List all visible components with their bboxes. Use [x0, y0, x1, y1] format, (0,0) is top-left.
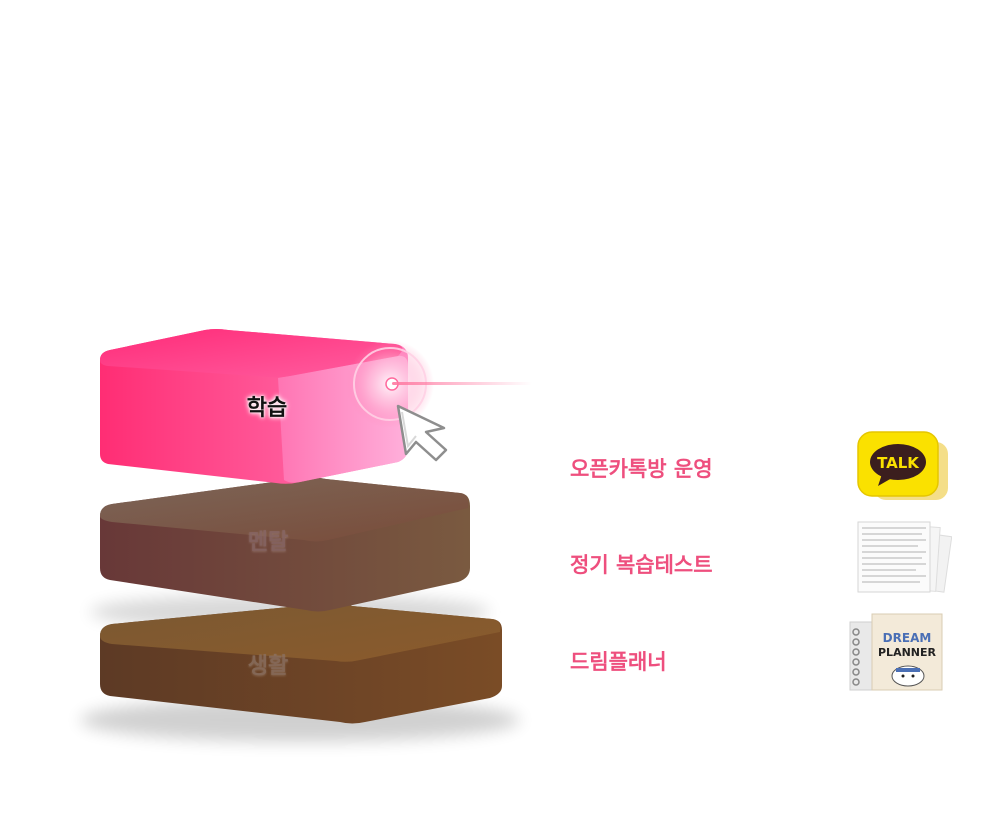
planner-title-line1: DREAM — [883, 631, 932, 645]
mouse-cursor-icon — [396, 404, 448, 462]
planner-book-icon: DREAM PLANNER — [849, 613, 943, 691]
feature-dream-planner: 드림플래너 — [570, 650, 667, 674]
life-label: 생활 — [247, 654, 289, 679]
kakao-badge-text: TALK — [877, 454, 920, 472]
planner-title-line2: PLANNER — [878, 646, 937, 659]
mental-block — [100, 477, 470, 612]
feature-review-test: 정기 복습테스트 — [570, 553, 713, 577]
test-paper-icon — [857, 521, 952, 593]
pointer-line — [392, 382, 532, 385]
kakaotalk-icon: TALK — [857, 431, 948, 500]
study-label: 학습 — [246, 396, 288, 421]
mental-label: 멘탈 — [247, 530, 289, 555]
life-block — [100, 602, 502, 724]
feature-open-kakao: 오픈카톡방 운영 — [570, 457, 713, 481]
